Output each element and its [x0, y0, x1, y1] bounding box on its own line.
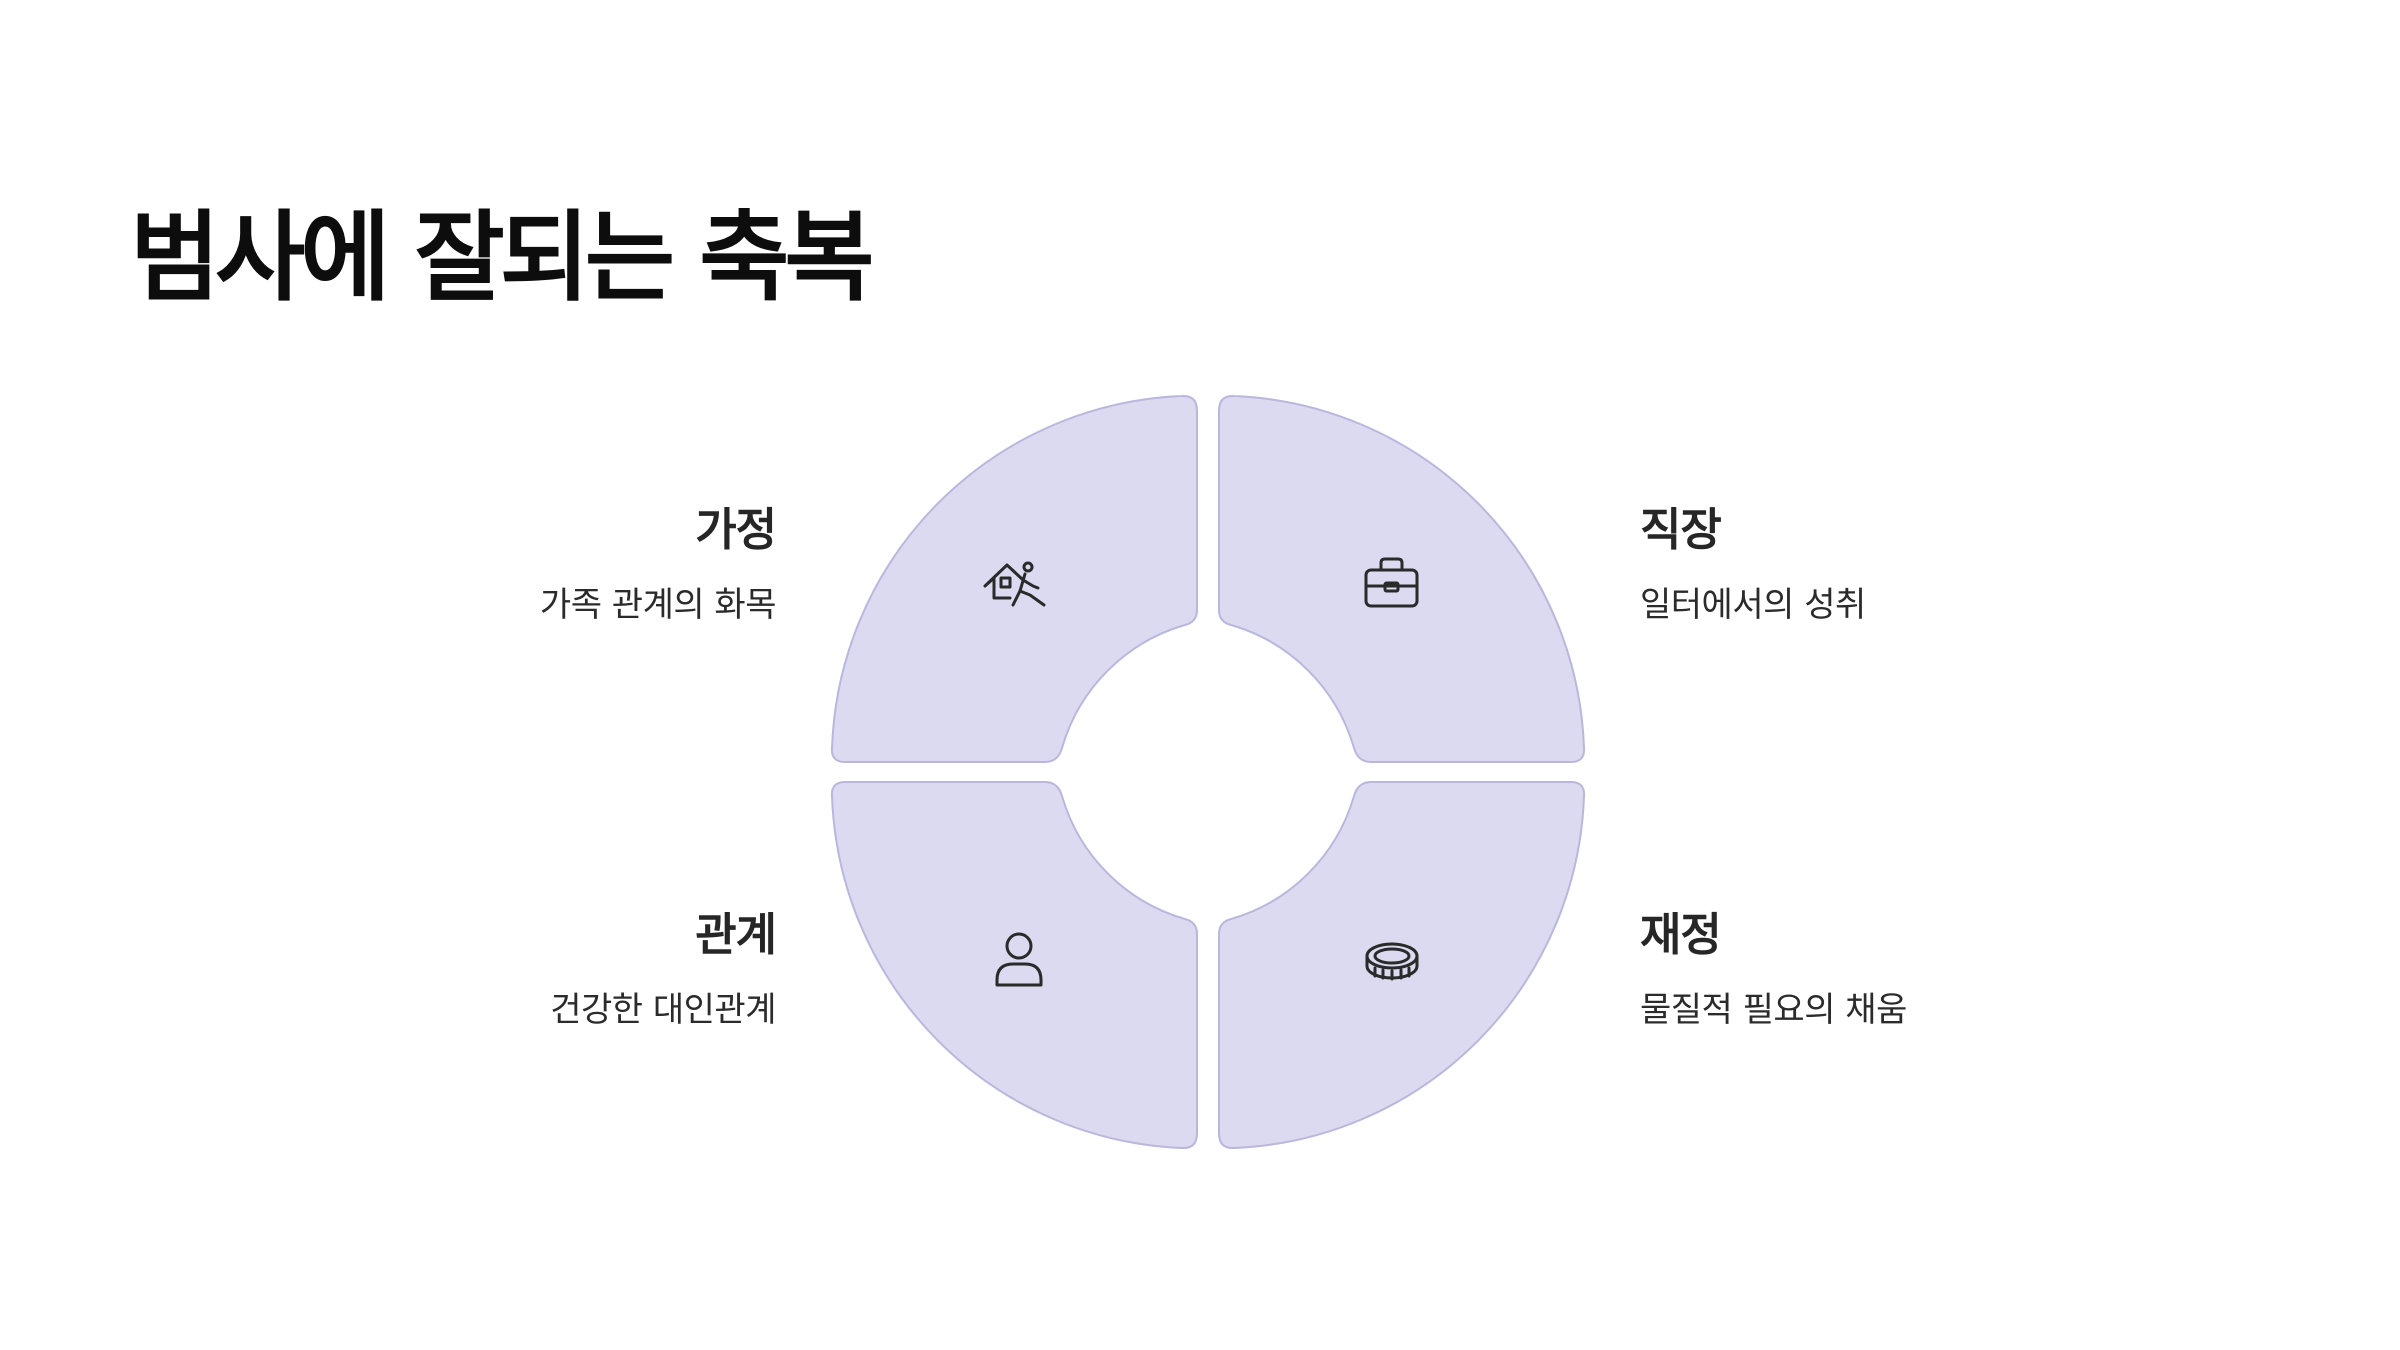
- label-top-right: 직장 일터에서의 성취: [1640, 503, 2240, 626]
- segment-heading: 직장: [1640, 503, 1722, 556]
- segment-description: 일터에서의 성취: [1640, 585, 1866, 625]
- home-person-icon: [983, 561, 1046, 607]
- label-top-left: 가정 가족 관계의 화목: [176, 503, 777, 626]
- coin-icon: [1365, 942, 1419, 981]
- segment-top-left[interactable]: [830, 394, 1198, 763]
- segment-description: 물질적 필요의 채움: [1640, 990, 1907, 1030]
- segment-top-right[interactable]: [1218, 394, 1586, 763]
- segment-bottom-right[interactable]: [1218, 781, 1586, 1150]
- label-bottom-right: 재정 물질적 필요의 채움: [1640, 908, 2240, 1031]
- page-title: 범사에 잘되는 축복: [130, 201, 875, 315]
- segment-description: 건강한 대인관계: [550, 990, 776, 1030]
- person-icon: [995, 932, 1043, 987]
- segment-heading: 관계: [695, 908, 777, 961]
- segment-heading: 가정: [695, 503, 777, 556]
- label-bottom-left: 관계 건강한 대인관계: [176, 908, 777, 1031]
- segment-description: 가족 관계의 화목: [539, 585, 777, 625]
- briefcase-icon: [1364, 557, 1419, 608]
- segment-heading: 재정: [1640, 908, 1722, 961]
